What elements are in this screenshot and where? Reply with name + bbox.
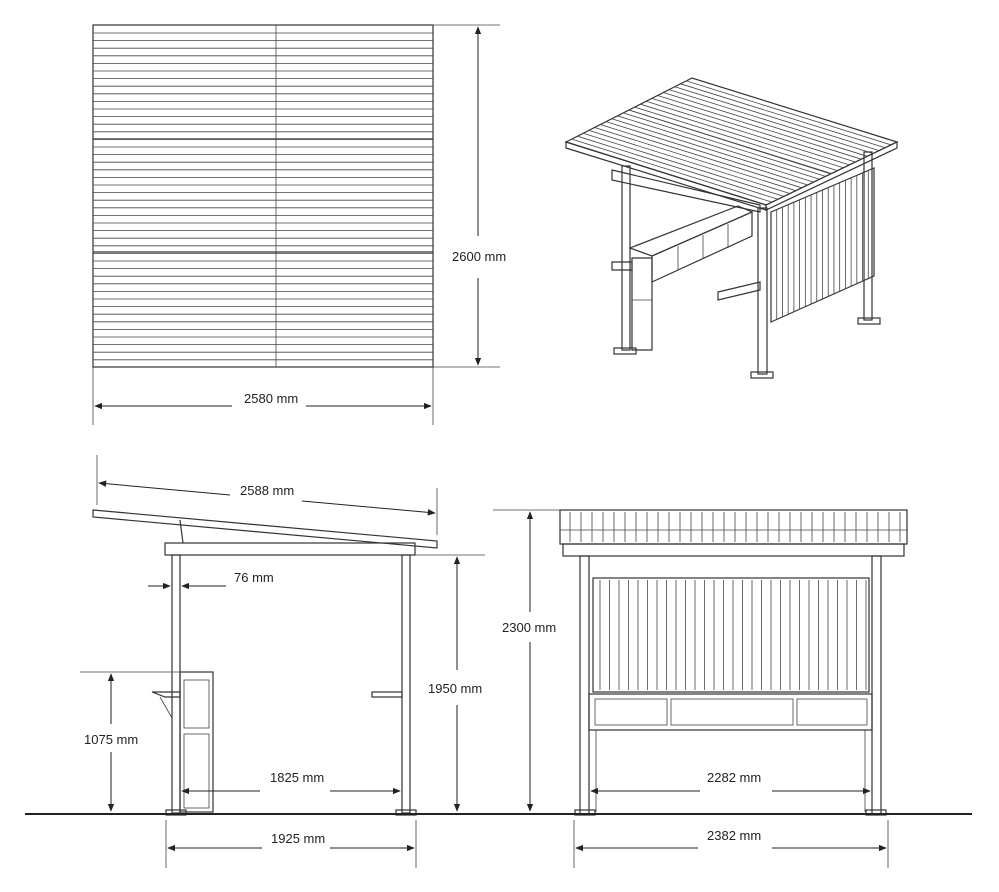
side-post-right [401,554,411,814]
side-seat-right [371,691,403,698]
iso-shelf-front [651,211,753,283]
side-seat-brace [159,696,173,719]
iso-roof-seam [628,109,832,175]
iso-seat-ledge [717,281,761,301]
iso-base-plate [750,371,774,379]
iso-roof-rib [680,83,886,149]
iso-roof-rib [634,106,838,172]
iso-roof-rib [611,118,814,183]
side-shelf-box [183,733,210,809]
isometric-view [564,77,899,379]
iso-roof-rib [657,95,862,160]
iso-leaner-frame [631,257,653,351]
iso-roof-rib [583,132,784,197]
front-back-panel [592,577,870,693]
iso-roof-rib [594,127,796,192]
iso-roof-rib [577,135,779,200]
side-inner-span-label: 1825 mm [270,770,324,785]
side-outer-span-label: 1925 mm [271,831,325,846]
side-post-left [171,554,181,814]
iso-roof-rib [623,112,826,177]
dimension-arrow [301,500,436,516]
iso-side-beam [611,169,761,213]
iso-roof-rib [588,129,790,194]
side-beam [164,542,416,556]
iso-post-back-right [863,151,873,321]
front-panel-ribs [599,580,867,690]
roof-outline [92,24,434,368]
front-roof-fascia [559,509,908,545]
post-width-label: 76 mm [234,570,274,585]
side-clear-height-label: 1950 mm [428,681,482,696]
iso-post-front-left [621,165,631,351]
front-outer-span-label: 2382 mm [707,828,761,843]
front-shelf-box [594,698,668,726]
iso-roof-rib [651,97,856,163]
dimension-arrow [98,480,231,496]
iso-roof-rib [686,80,892,146]
top-view: 2600 mm 2580 mm [92,24,506,425]
iso-panel-ribs [776,170,869,320]
iso-seat-ledge [611,261,633,271]
side-shelf-unit [179,671,214,813]
iso-roof-rib [663,92,868,157]
iso-roof-rib [571,138,773,203]
side-elevation: 2588 mm 76 mm 1075 mm 1950 mm 1825 mm 19… [80,455,485,868]
iso-roof-rib [600,124,802,189]
side-roof [92,509,438,549]
iso-shelf-top [628,205,754,257]
iso-roof-rib [605,121,808,186]
iso-roof-rib [617,115,820,180]
side-roof-support [179,519,184,544]
iso-base-plate [857,317,881,325]
front-shelf-box [670,698,794,726]
roof-slats [93,32,433,361]
iso-base-plate [613,347,637,355]
side-shelf-box [183,679,210,729]
iso-roof-rib [640,103,844,169]
front-shelf [588,693,873,731]
iso-post-front-right [757,207,768,375]
top-width-label: 2580 mm [244,391,298,406]
iso-roof [564,77,899,206]
iso-roof-edge-side [765,141,898,211]
roof-length-label: 2588 mm [240,483,294,498]
iso-roof-ribs [571,80,892,203]
front-inner-span-label: 2282 mm [707,770,761,785]
front-beam [562,543,905,557]
front-roof-ribs [560,512,907,542]
bench-height-label: 1075 mm [84,732,138,747]
front-post-right [871,555,882,815]
front-height-label: 2300 mm [502,620,556,635]
iso-roof-rib [646,100,850,166]
front-post-left [579,555,590,815]
iso-roof-rib [674,86,880,151]
iso-roof-rib [668,89,874,154]
side-seat [151,691,181,698]
top-depth-label: 2600 mm [452,249,506,264]
front-shelf-box [796,698,868,726]
